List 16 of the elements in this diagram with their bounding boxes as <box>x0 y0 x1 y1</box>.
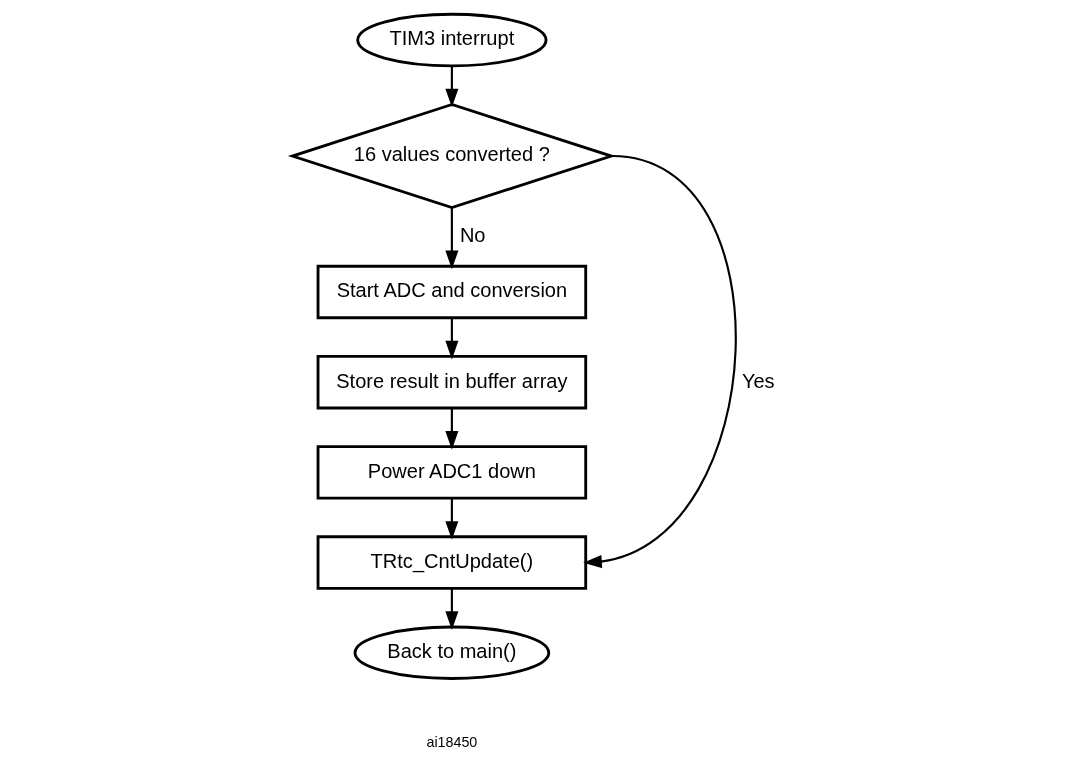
label: ai18450 <box>425 733 477 750</box>
node-ellipse: Back to main() <box>353 625 550 680</box>
arrow <box>582 154 737 569</box>
node-box: Power ADC1 down <box>316 445 587 500</box>
arrow <box>444 588 458 630</box>
arrow <box>444 66 458 108</box>
node-box: Store result in buffer array <box>316 355 587 410</box>
node-ellipse: TIM3 interrupt <box>355 12 547 68</box>
node-box: TRtc_CntUpdate() <box>316 535 587 590</box>
arrow <box>444 408 458 450</box>
node-box: Start ADC and conversion <box>316 264 587 320</box>
arrow <box>444 318 458 360</box>
arrow <box>444 498 458 540</box>
arrow <box>444 207 458 270</box>
edge-label: No <box>459 224 486 247</box>
edge-label: Yes <box>741 369 775 392</box>
